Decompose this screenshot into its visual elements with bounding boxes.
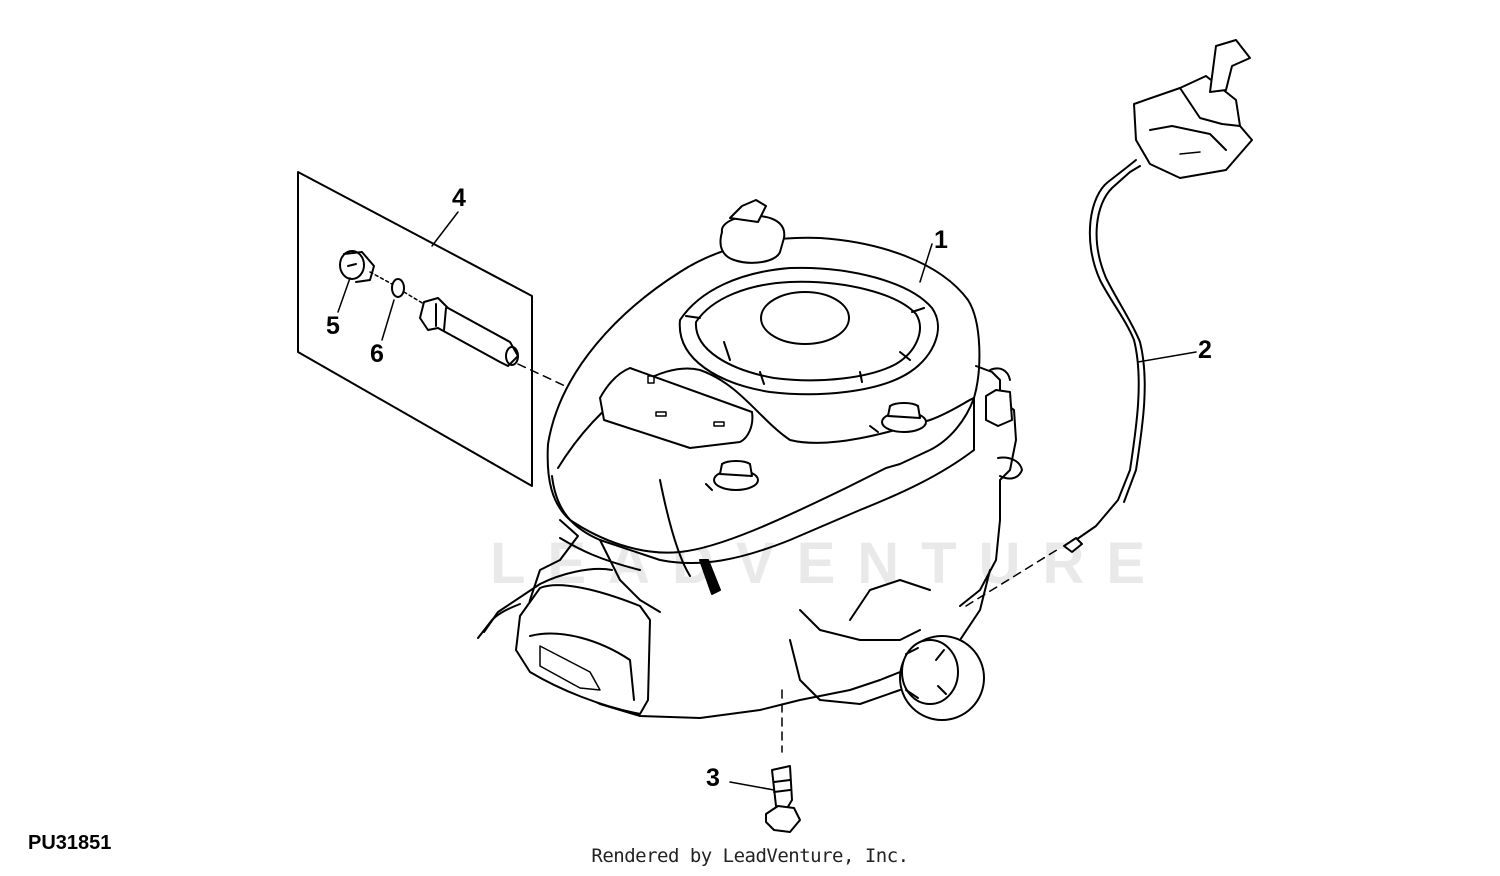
watermark-text: LEADVENTURE (490, 531, 1168, 596)
callout-6: 6 (370, 340, 384, 368)
drain-cap-part (339, 250, 375, 283)
oil-filter (899, 635, 985, 721)
oil-drain-kit-box (297, 171, 533, 487)
callout-3: 3 (706, 764, 720, 792)
throttle-control-part (1063, 39, 1253, 553)
leader-lines (337, 211, 1197, 791)
muffler (515, 584, 651, 715)
render-credit: Rendered by LeadVenture, Inc. (591, 845, 909, 867)
flange-bolt-part (765, 765, 801, 833)
engine-body (477, 199, 1023, 721)
callout-5: 5 (326, 312, 340, 340)
figure-id-label: PU31851 (28, 832, 112, 854)
shroud-latch-left (705, 460, 759, 491)
shroud-latch-right (869, 402, 927, 433)
drain-valve-part (419, 297, 519, 367)
callout-4: 4 (452, 184, 466, 212)
callout-1: 1 (934, 226, 948, 254)
oil-fill-cap (719, 199, 786, 264)
o-ring-part (391, 278, 405, 298)
callout-2: 2 (1198, 336, 1212, 364)
